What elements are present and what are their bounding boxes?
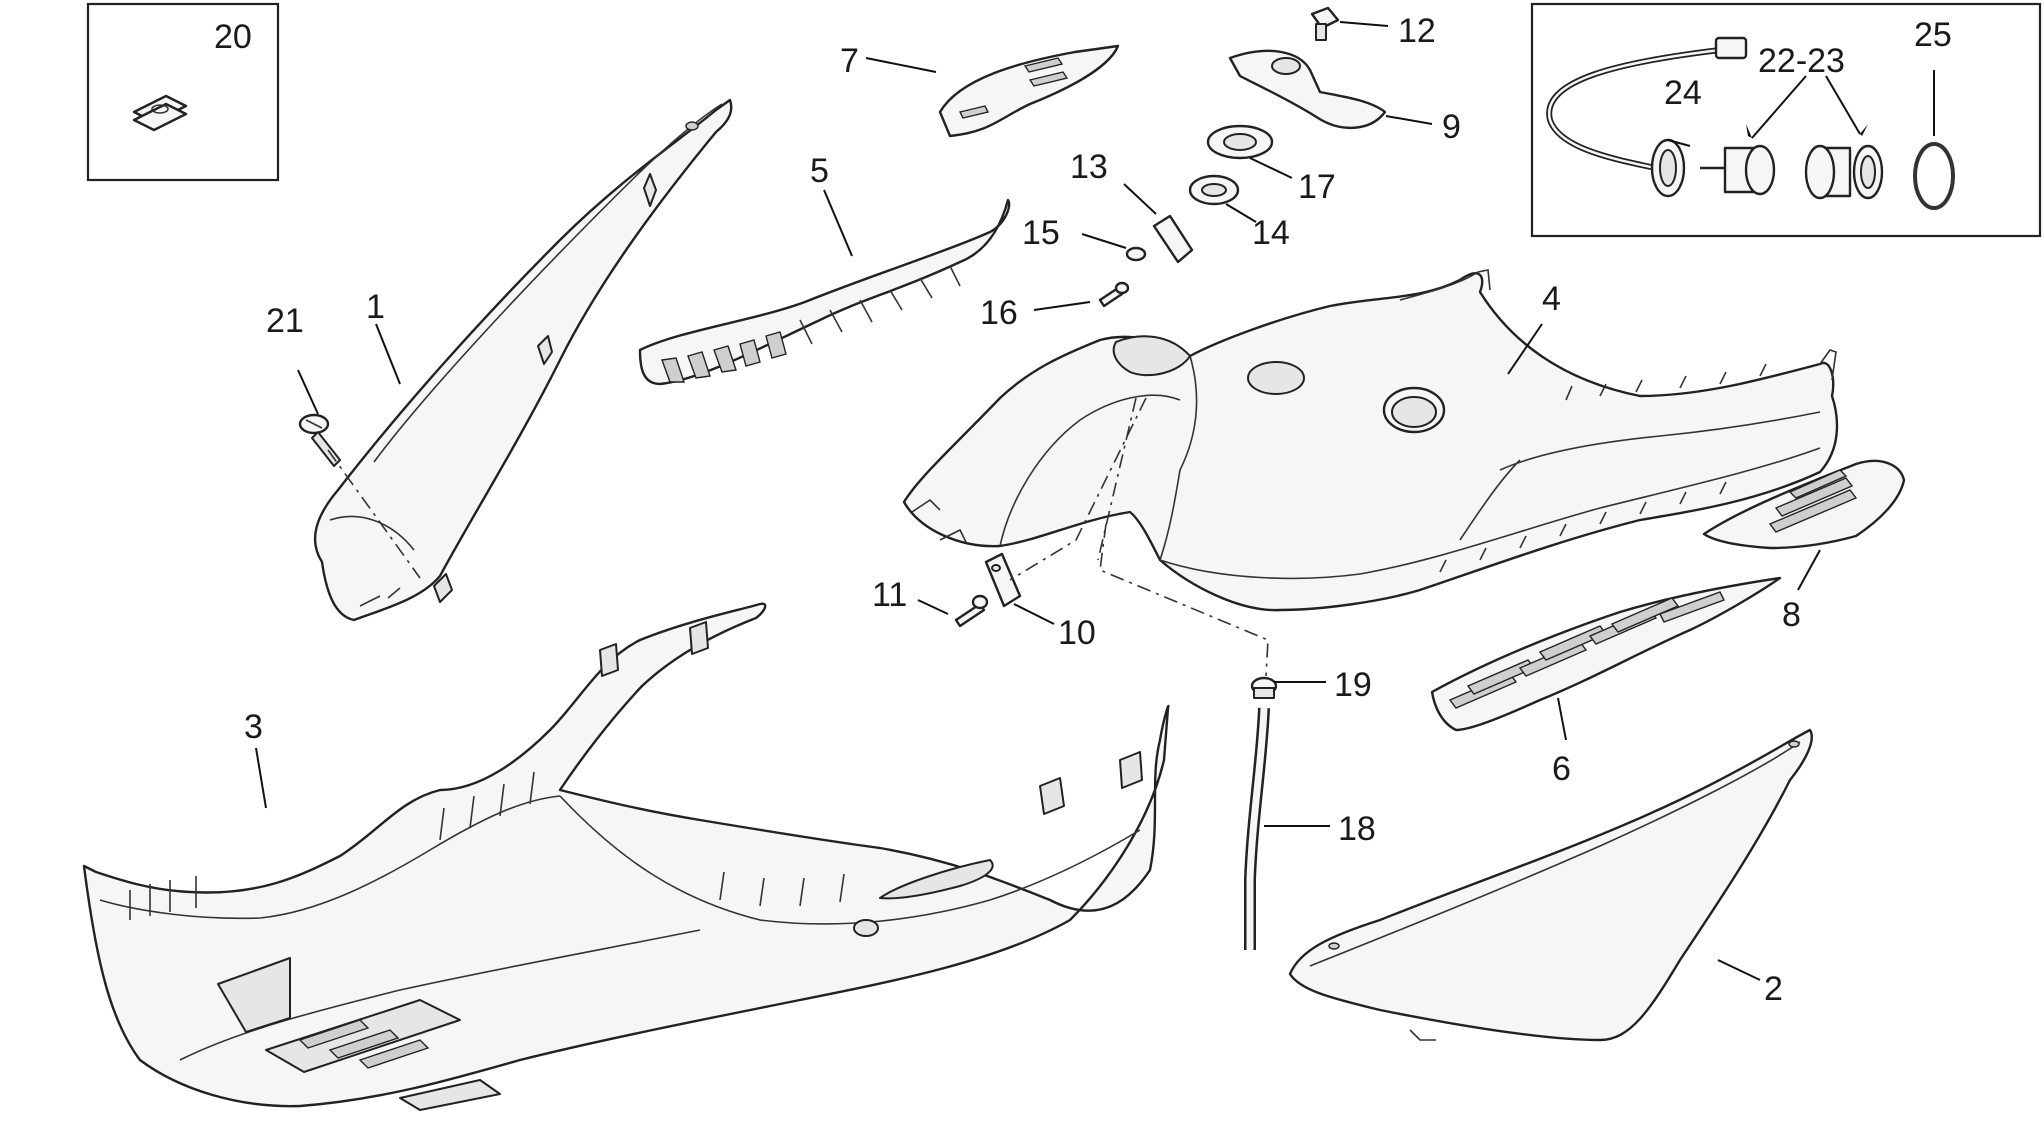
callout-14: 14	[1252, 214, 1290, 252]
callout-20: 20	[214, 18, 252, 56]
callout-labels: 1 2 3 4 5 6 7 8 9 10 11 12 13 14 15 16 1…	[214, 12, 1952, 1008]
callout-12: 12	[1398, 12, 1436, 50]
mat-part-5	[638, 198, 1011, 386]
inset-frame-right	[1530, 2, 2042, 238]
leader-1	[375, 323, 401, 385]
side-panel-part-2	[1288, 728, 1813, 1042]
callout-8: 8	[1782, 596, 1801, 634]
callout-1: 1	[366, 288, 385, 326]
leader-2	[1717, 959, 1761, 981]
leader-6	[1557, 697, 1567, 741]
clip-nut-part-20	[132, 94, 188, 132]
bracket-part-7	[938, 44, 1120, 138]
callout-25: 25	[1914, 16, 1952, 54]
callout-2: 2	[1764, 970, 1783, 1008]
leader-5	[823, 189, 853, 257]
callout-13: 13	[1070, 148, 1108, 186]
leader-16	[1033, 301, 1091, 311]
leader-lines	[255, 21, 1935, 981]
fitting-part-23	[1804, 144, 1884, 200]
lower-body-part-3	[82, 602, 1170, 1111]
callout-6: 6	[1552, 750, 1571, 788]
leader-12	[1339, 21, 1389, 27]
screw-part-11	[954, 594, 989, 628]
callout-21: 21	[266, 302, 304, 340]
fitting-part-22	[1700, 144, 1776, 196]
callout-4: 4	[1542, 280, 1561, 318]
leader-4	[1507, 323, 1543, 375]
leader-17	[1249, 157, 1293, 179]
callout-11: 11	[872, 576, 907, 614]
washer-part-17	[1206, 124, 1274, 160]
inset-frame-20	[86, 2, 280, 182]
trim-panel-part-1	[313, 98, 733, 622]
footrest-part-8	[1702, 459, 1906, 550]
fuel-lid-bracket-part-9	[1228, 49, 1387, 129]
clip-part-13	[1152, 214, 1194, 264]
leader-24	[1667, 139, 1691, 147]
leader-11	[917, 599, 949, 615]
washer-part-15	[1125, 246, 1147, 262]
leader-22-23-a	[1751, 75, 1807, 139]
floor-frame-part-4	[902, 269, 1839, 612]
leader-7	[865, 57, 937, 73]
o-ring-part-25	[1913, 142, 1955, 210]
grommet-part-24	[1650, 138, 1686, 198]
callout-15: 15	[1022, 214, 1060, 252]
callout-24: 24	[1664, 74, 1702, 112]
ring-part-14	[1188, 174, 1240, 206]
leader-3	[255, 747, 267, 809]
callout-17: 17	[1298, 168, 1336, 206]
callout-3: 3	[244, 708, 263, 746]
leader-22-23-b	[1825, 75, 1861, 135]
callout-18: 18	[1338, 810, 1376, 848]
grommet-part-19	[1250, 676, 1278, 699]
leader-14	[1225, 203, 1257, 223]
callout-16: 16	[980, 294, 1018, 332]
bolt-part-12	[1310, 6, 1340, 41]
leader-15	[1081, 233, 1127, 249]
leader-8	[1797, 549, 1821, 591]
leader-13	[1123, 183, 1157, 215]
drain-hose-part-18	[1244, 707, 1270, 951]
callout-5: 5	[810, 152, 829, 190]
leader-21	[297, 369, 319, 415]
footrest-part-6	[1430, 576, 1782, 732]
callout-19: 19	[1334, 666, 1372, 704]
leader-10	[1013, 603, 1055, 625]
assembly-lines	[327, 397, 1269, 677]
callout-9: 9	[1442, 108, 1461, 146]
inset-box-fuel-fittings	[1530, 2, 2042, 238]
arrowhead-22	[1746, 124, 1752, 138]
arrowhead-23	[1860, 124, 1868, 136]
callout-7: 7	[840, 42, 859, 80]
screw-part-16	[1098, 281, 1130, 308]
hose-part-24	[1546, 36, 1748, 171]
bracket-part-10	[984, 552, 1022, 608]
leader-9	[1385, 115, 1433, 125]
inset-box-20	[86, 2, 280, 182]
callout-10: 10	[1058, 614, 1096, 652]
callout-22-23: 22-23	[1758, 42, 1845, 80]
